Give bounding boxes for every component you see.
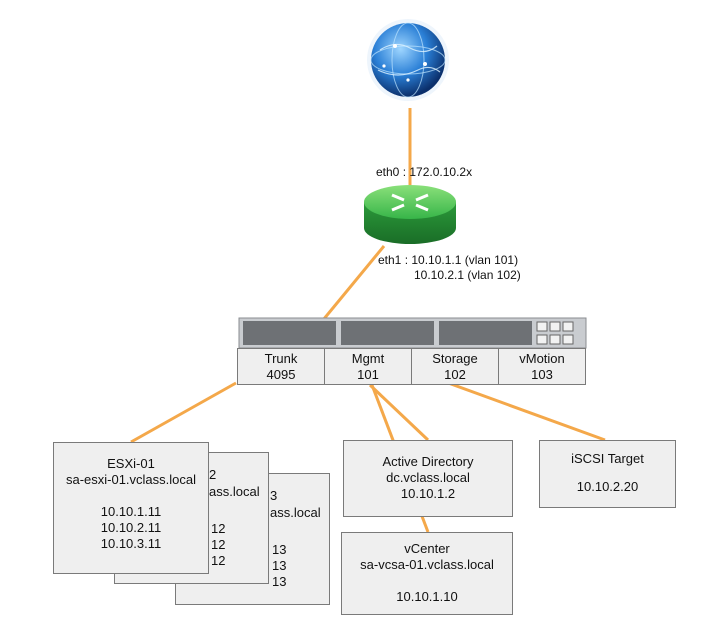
port-name: Storage xyxy=(432,351,478,366)
router-eth1-label: eth1 : 10.10.1.1 (vlan 101) xyxy=(378,253,519,267)
esxi-card-ip: 10.10.3.11 xyxy=(100,536,162,551)
esxi-host-card-01: ESXi-01 sa-esxi-01.vclass.local 10.10.1.… xyxy=(53,442,209,574)
port-vlan-id: 4095 xyxy=(266,367,296,382)
ad-card-title: Active Directory xyxy=(382,454,474,469)
vcenter-card-ip: 10.10.1.10 xyxy=(396,589,458,604)
globe-icon xyxy=(367,19,449,101)
iscsi-target-card: iSCSI Target 10.10.2.20 xyxy=(539,440,676,508)
router-icon xyxy=(364,185,456,244)
port-name: Trunk xyxy=(264,351,298,366)
esxi-card-ip: 10.10.2.11 xyxy=(100,520,162,535)
esxi-card-ip-fragment: 12 xyxy=(211,537,226,552)
active-directory-card: Active Directory dc.vclass.local 10.10.1… xyxy=(343,440,513,517)
iscsi-card-ip: 10.10.2.20 xyxy=(576,479,639,494)
switch-chassis xyxy=(238,317,587,349)
port-vlan-id: 102 xyxy=(444,367,466,382)
link-storage-iscsi xyxy=(439,378,606,442)
vcenter-card: vCenter sa-vcsa-01.vclass.local 10.10.1.… xyxy=(341,532,513,615)
vcenter-card-host: sa-vcsa-01.vclass.local xyxy=(360,557,494,572)
port-mgmt: Mgmt 101 xyxy=(325,349,412,384)
esxi-card-host-fragment: ass.local xyxy=(209,484,260,499)
esxi-card-host-fragment: ass.local xyxy=(270,505,321,520)
esxi-card-ip-fragment: 12 xyxy=(211,553,226,568)
port-vmotion: vMotion 103 xyxy=(499,349,585,384)
esxi-card-ip: 10.10.1.11 xyxy=(100,504,162,519)
iscsi-card-title: iSCSI Target xyxy=(571,451,644,466)
esxi-card-ip-fragment: 12 xyxy=(211,521,226,536)
vcenter-card-title: vCenter xyxy=(404,541,450,556)
esxi-card-title-fragment: 3 xyxy=(270,488,278,503)
router-eth1-label-line2: 10.10.2.1 (vlan 102) xyxy=(414,268,521,282)
esxi-card-ip-fragment: 13 xyxy=(272,542,287,557)
esxi-card-host: sa-esxi-01.vclass.local xyxy=(65,472,197,487)
router-eth0-label: eth0 : 172.0.10.2x xyxy=(376,165,473,179)
ad-card-host: dc.vclass.local xyxy=(386,470,470,485)
switch-port-table: Trunk 4095 Mgmt 101 Storage 102 vMotion … xyxy=(237,348,586,385)
port-storage: Storage 102 xyxy=(412,349,499,384)
port-vlan-id: 101 xyxy=(357,367,379,382)
port-trunk: Trunk 4095 xyxy=(238,349,325,384)
port-name: vMotion xyxy=(519,351,565,366)
port-name: Mgmt xyxy=(351,351,385,366)
port-vlan-id: 103 xyxy=(531,367,553,382)
esxi-card-title: ESXi-01 xyxy=(107,456,155,471)
link-trunk-esxi xyxy=(130,381,237,444)
link-mgmt-active-directory xyxy=(368,383,430,442)
esxi-card-title-fragment: 2 xyxy=(209,467,217,482)
esxi-card-ip-fragment: 13 xyxy=(272,558,287,573)
esxi-card-ip-fragment: 13 xyxy=(272,574,287,589)
ad-card-ip: 10.10.1.2 xyxy=(400,486,456,501)
